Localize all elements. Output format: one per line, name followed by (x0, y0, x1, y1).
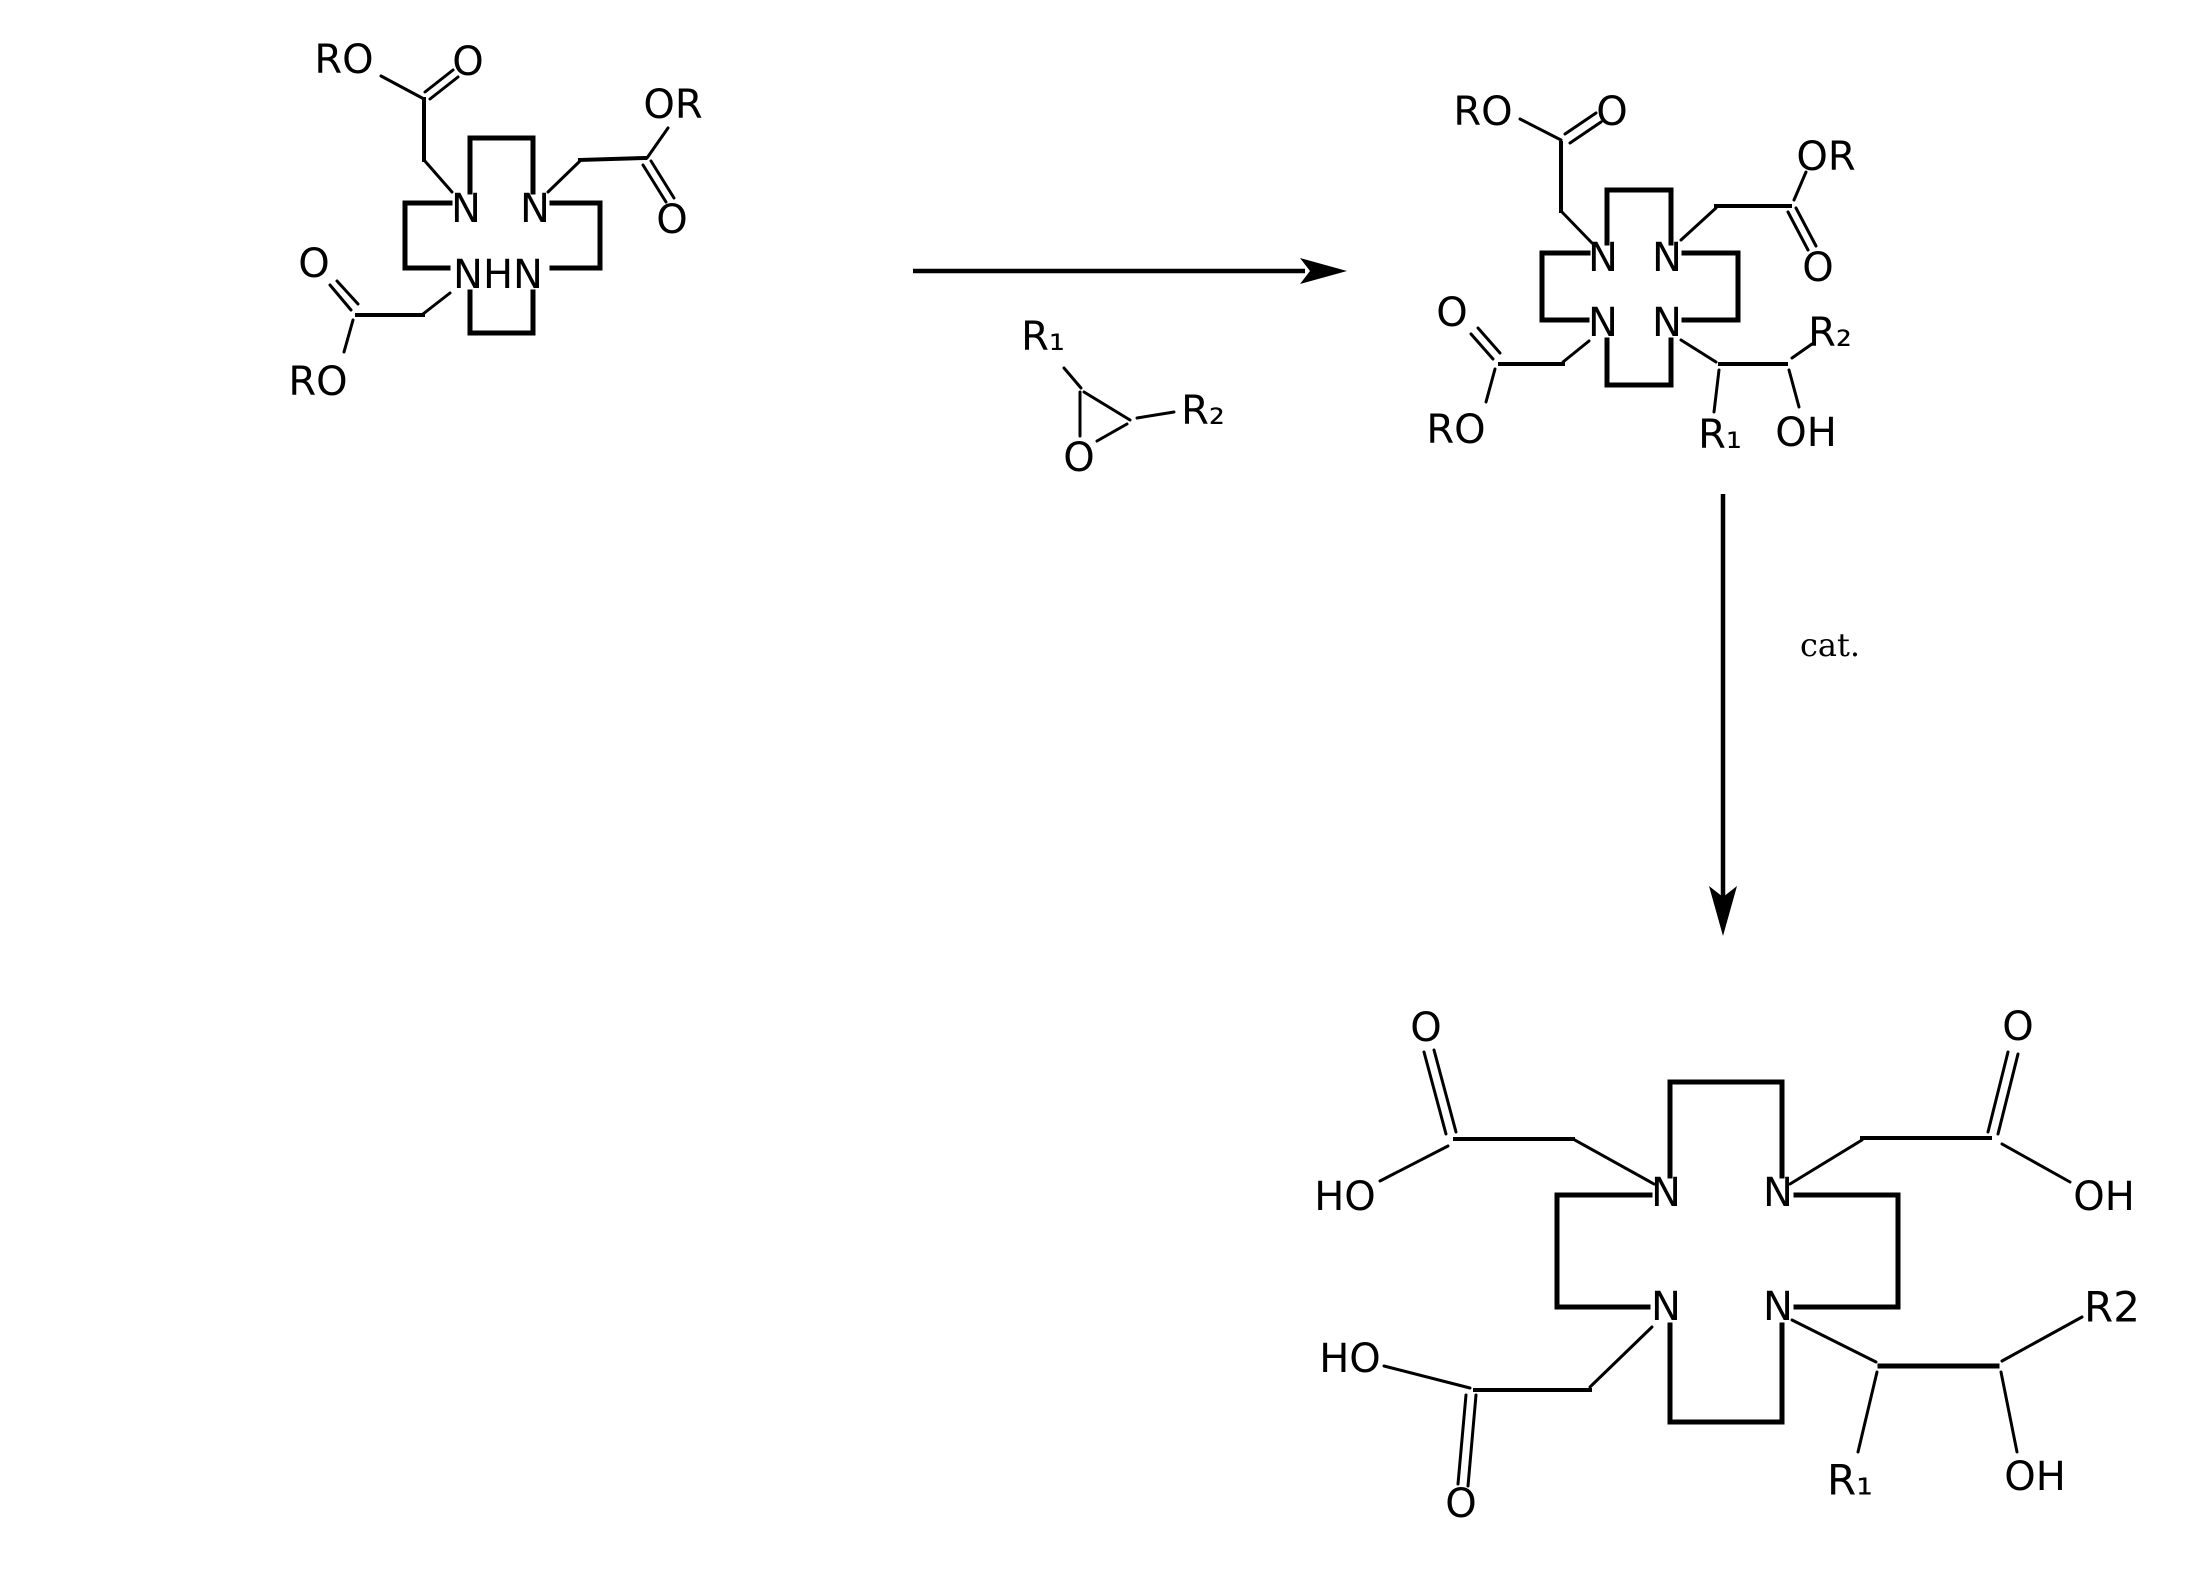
epoxide-label-r2: R₂ (1181, 388, 1225, 434)
reactant-atom-n-top-left: N (451, 186, 481, 232)
intermediate-ring-bonds (1539, 187, 1741, 388)
product-label-r2: R2 (2084, 1283, 2140, 1332)
epoxide-bonds (1062, 366, 1176, 443)
reaction-arrow-right-head (1300, 258, 1347, 284)
reactant-label-or-right: OR (643, 82, 702, 128)
product-atom-n-top-right: N (1763, 1170, 1793, 1216)
product-arm-bonds-diagonal (1378, 1137, 2084, 1454)
intermediate-label-ro-bottom: RO (1426, 407, 1485, 453)
product-structure: O O HO OH N N N N HO O R₁ OH R2 (1314, 1004, 2140, 1527)
intermediate-atom-n-bottom-left: N (1588, 300, 1618, 346)
intermediate-atom-n-top-left: N (1588, 235, 1618, 281)
intermediate-carbonyl-double-bonds (1469, 111, 1818, 361)
product-atom-n-bottom-left: N (1651, 1284, 1681, 1330)
reactant-arm-bonds-straight (355, 97, 648, 317)
intermediate-label-o-top: O (1596, 89, 1627, 135)
reactant-label-o-right: O (656, 197, 687, 243)
intermediate-label-or-right: OR (1796, 134, 1855, 180)
reactant-atom-nhn: NHN (453, 252, 543, 298)
intermediate-label-ro-top: RO (1453, 89, 1512, 135)
intermediate-label-oh: OH (1775, 410, 1837, 456)
intermediate-atom-n-top-right: N (1652, 235, 1682, 281)
intermediate-structure: RO O OR O N N N N O RO R₁ OH R₂ (1426, 89, 1855, 458)
product-label-ho-bottom: HO (1319, 1336, 1381, 1382)
intermediate-atom-n-bottom-right: N (1652, 300, 1682, 346)
epoxide-reagent: R₁ O R₂ (1021, 314, 1225, 481)
product-ring-bonds (1554, 1079, 1901, 1425)
reactant-label-o-top: O (452, 39, 483, 85)
product-label-ho-left: HO (1314, 1174, 1376, 1220)
product-arm-bonds-straight (1453, 1136, 1992, 1392)
product-label-oh-bottom: OH (2004, 1454, 2066, 1500)
reactant-ring-bonds (402, 135, 603, 336)
epoxide-atom-o: O (1063, 435, 1094, 481)
product-label-o-top-left: O (1410, 1005, 1441, 1051)
product-label-r1: R₁ (1827, 1456, 1873, 1505)
intermediate-arm-bonds-straight (1498, 141, 1792, 366)
product-label-oh-right: OH (2073, 1174, 2135, 1220)
reactant-label-o-left: O (298, 241, 329, 287)
reactant-arm-bonds-diagonal (342, 74, 670, 354)
reaction-arrow-down: cat. (1709, 494, 1860, 936)
intermediate-arm-bonds-diagonal (1484, 117, 1814, 414)
reactant-atom-n-top-right: N (520, 186, 550, 232)
product-label-o-bottom: O (1445, 1481, 1476, 1527)
reaction-arrow-down-head (1709, 886, 1737, 936)
catalyst-caption: cat. (1800, 626, 1860, 664)
product-carbonyl-double-bonds (1422, 1048, 2020, 1488)
intermediate-label-o-right: O (1802, 245, 1833, 291)
reactant-label-ro-top: RO (314, 37, 373, 83)
product-atom-n-bottom-right: N (1763, 1284, 1793, 1330)
intermediate-label-r1: R₁ (1698, 412, 1742, 458)
reactant-carbonyl-double-bonds (328, 68, 676, 312)
product-atom-n-top-left: N (1651, 1170, 1681, 1216)
intermediate-label-o-left: O (1436, 290, 1467, 336)
product-label-o-top-right: O (2002, 1004, 2033, 1050)
reactant-structure: RO O OR O N N NHN O RO (288, 37, 702, 405)
reactant-label-ro-bottom: RO (288, 359, 347, 405)
intermediate-label-r2: R₂ (1808, 310, 1852, 356)
reaction-arrow-right (913, 258, 1347, 284)
epoxide-label-r1: R₁ (1021, 314, 1065, 360)
